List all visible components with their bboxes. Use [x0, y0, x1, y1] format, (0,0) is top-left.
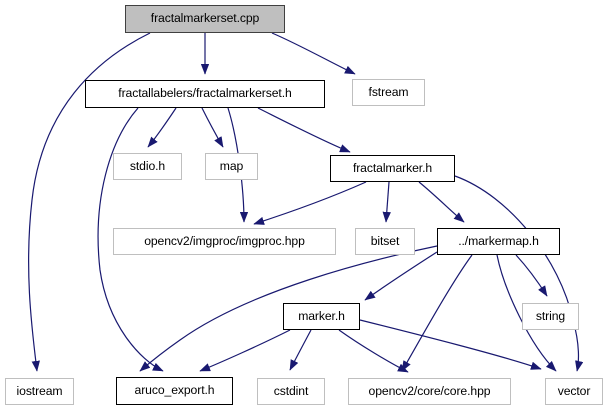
- graph-node-label: string: [535, 308, 566, 323]
- graph-node-map[interactable]: map: [205, 153, 258, 180]
- graph-edge-fmarker-to-imgproc: [253, 181, 367, 225]
- graph-edge-markermap-to-vector: [496, 254, 557, 372]
- graph-node-stdio[interactable]: stdio.h: [113, 153, 182, 180]
- graph-node-aruco[interactable]: aruco_export.h: [116, 377, 233, 405]
- graph-edge-markermap-to-core: [401, 254, 473, 372]
- edge-group: [28, 32, 584, 373]
- graph-node-label: fractallabelers/fractalmarkerset.h: [118, 86, 292, 101]
- graph-edge-flfms-to-aruco: [97, 107, 164, 372]
- graph-node-label: opencv2/core/core.hpp: [368, 383, 491, 398]
- graph-edge-fmarker-to-markermap: [418, 181, 465, 223]
- graph-node-label: iostream: [16, 383, 63, 398]
- graph-node-label: map: [219, 158, 244, 173]
- graph-node-imgproc[interactable]: opencv2/imgproc/imgproc.hpp: [113, 228, 336, 255]
- graph-edge-markermap-to-aruco: [139, 245, 438, 372]
- graph-node-label: ../markermap.h: [458, 233, 539, 248]
- graph-node-core[interactable]: opencv2/core/core.hpp: [348, 378, 511, 405]
- graph-node-label: fractalmarkerset.cpp: [150, 11, 260, 26]
- graph-edge-root-to-fstream: [271, 32, 356, 75]
- graph-edge-marker-to-aruco: [199, 329, 291, 372]
- graph-node-label: aruco_export.h: [134, 383, 215, 398]
- graph-node-label: fstream: [368, 84, 409, 99]
- graph-node-markermap[interactable]: ../markermap.h: [437, 228, 560, 255]
- graph-node-string[interactable]: string: [522, 303, 579, 330]
- graph-edge-flfms-to-fmarker: [257, 107, 351, 153]
- graph-node-label: stdio.h: [129, 158, 166, 173]
- graph-edge-markermap-to-marker: [364, 251, 438, 301]
- graph-edge-marker-to-cstdint: [289, 329, 312, 371]
- graph-edge-fmarker-to-vector: [454, 175, 584, 372]
- graph-edge-marker-to-core: [338, 329, 409, 373]
- graph-edge-flfms-to-stdio: [147, 107, 177, 148]
- graph-node-root[interactable]: fractalmarkerset.cpp: [125, 5, 285, 33]
- graph-node-label: fractalmarker.h: [352, 160, 433, 175]
- graph-node-label: bitset: [370, 233, 400, 248]
- graph-node-fstream[interactable]: fstream: [352, 79, 425, 106]
- graph-node-fmarker[interactable]: fractalmarker.h: [330, 155, 455, 182]
- graph-edge-fmarker-to-bitset: [382, 181, 391, 223]
- graph-edge-markermap-to-string: [515, 254, 548, 297]
- graph-edge-flfms-to-map: [201, 107, 224, 148]
- graph-node-marker[interactable]: marker.h: [283, 303, 360, 330]
- graph-node-vector[interactable]: vector: [545, 378, 603, 405]
- graph-edge-marker-to-vector: [359, 319, 542, 370]
- graph-node-iostream[interactable]: iostream: [5, 378, 74, 405]
- graph-node-label: marker.h: [298, 308, 345, 323]
- graph-edge-root-to-iostream: [28, 32, 151, 372]
- graph-node-label: opencv2/imgproc/imgproc.hpp: [144, 233, 305, 248]
- graph-node-flfms[interactable]: fractallabelers/fractalmarkerset.h: [85, 80, 325, 108]
- graph-node-label: cstdint: [273, 383, 309, 398]
- graph-node-cstdint[interactable]: cstdint: [257, 378, 325, 405]
- graph-node-bitset[interactable]: bitset: [355, 228, 415, 255]
- graph-node-label: vector: [557, 383, 591, 398]
